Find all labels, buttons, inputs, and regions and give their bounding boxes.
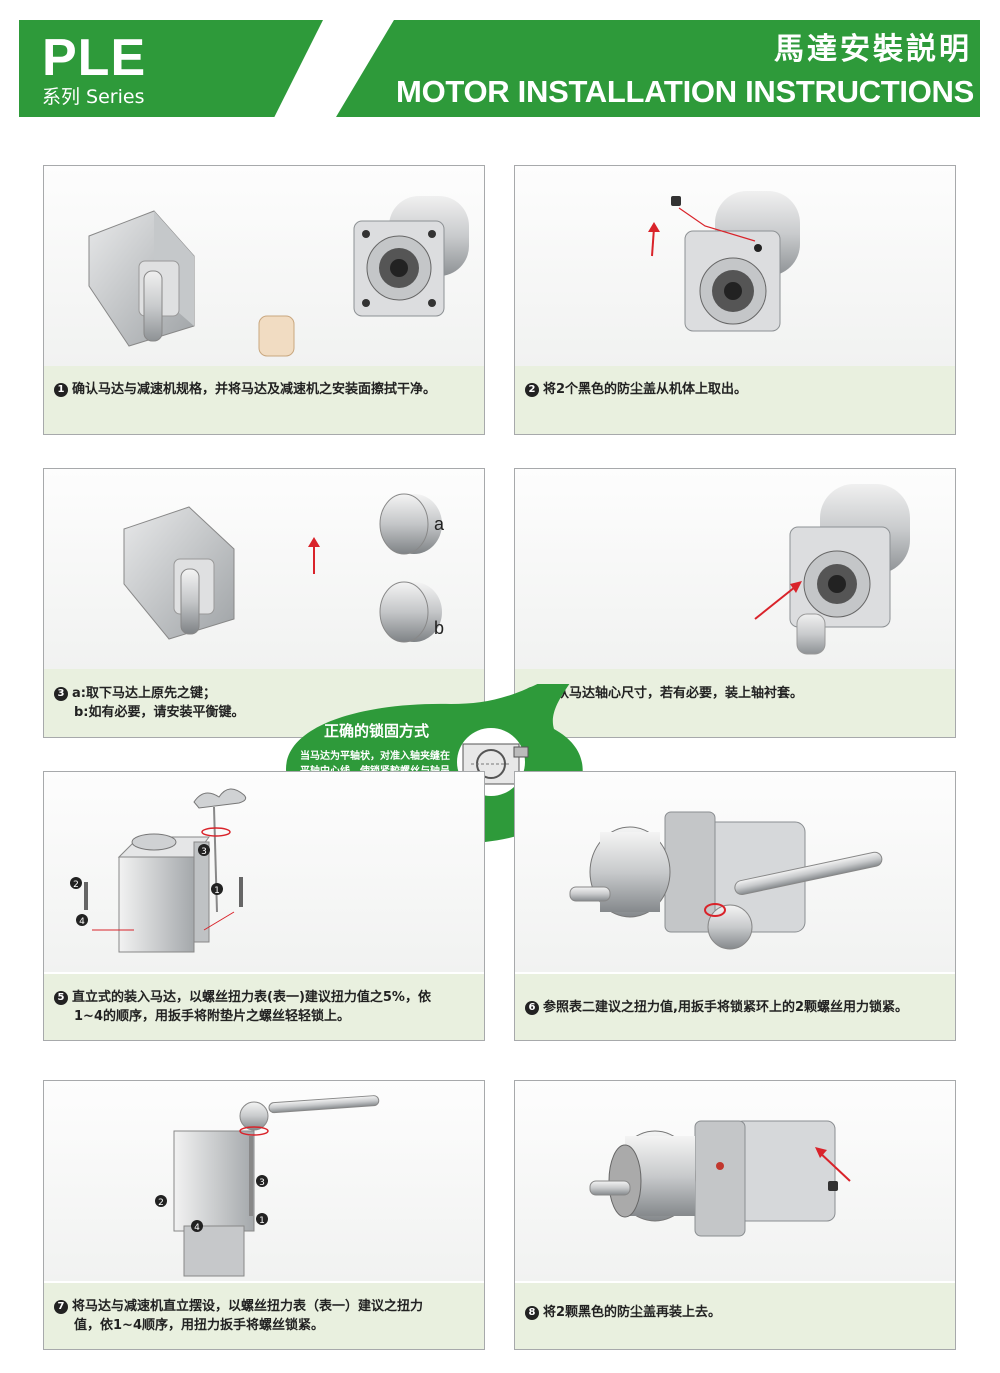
step-number-badge: 2 — [525, 383, 539, 397]
step-1-panel: 1 确认马达与减速机规格，并将马达及减速机之安装面擦拭干净。 — [43, 165, 485, 435]
diagram-callout-3: 3 — [198, 844, 210, 857]
step-4-illustration — [515, 469, 955, 669]
step-5-line-1: 直立式的装入马达，以螺丝扭力表(表一)建议扭力值之5%，依 — [72, 990, 431, 1005]
step-2-text: 将2个黑色的防尘盖从机体上取出。 — [543, 382, 748, 397]
diagram-callout-7-1: 1 — [256, 1213, 268, 1226]
step-1-caption: 1 确认马达与减速机规格，并将马达及减速机之安装面擦拭干净。 — [44, 366, 484, 434]
step-number-badge: 5 — [54, 991, 68, 1005]
page-title-english: MOTOR INSTALLATION INSTRUCTIONS — [396, 74, 974, 109]
step-7-line-2: 值，依1~4顺序，用扭力扳手将螺丝锁紧。 — [74, 1318, 324, 1333]
diagram-callout-7-3: 3 — [256, 1175, 268, 1188]
header-right-banner — [336, 20, 980, 117]
step-2-caption: 2 将2个黑色的防尘盖从机体上取出。 — [515, 366, 955, 434]
diagram-callout-2: 2 — [70, 877, 82, 890]
step-number-badge: 8 — [525, 1306, 539, 1320]
step-number-badge: 6 — [525, 1001, 539, 1015]
step-3-line-2: b:如有必要，请安装平衡键。 — [74, 705, 245, 720]
label-a: a — [434, 514, 445, 534]
header-left-banner — [19, 20, 323, 117]
step-4-caption: 4确认马达轴心尺寸，若有必要，装上轴衬套。 — [515, 669, 955, 737]
step-number-badge: 1 — [54, 383, 68, 397]
svg-text:1: 1 — [259, 1216, 265, 1226]
series-label: 系列 Series — [42, 86, 145, 108]
step-3-line-1: a:取下马达上原先之键； — [72, 686, 216, 701]
step-8-panel: 8 将2颗黑色的防尘盖再装上去。 — [514, 1080, 956, 1350]
step-3-panel: a b 3 a:取下马达上原先之键； b:如有必要，请安装平衡键。 — [43, 468, 485, 738]
step-3-illustration: a b — [44, 469, 484, 669]
step-7-line-1: 将马达与减速机直立摆设，以螺丝扭力表（表一）建议之扭力 — [72, 1299, 424, 1314]
step-6-text: 参照表二建议之扭力值,用扳手将锁紧环上的2颗螺丝用力锁紧。 — [543, 1000, 908, 1015]
diagram-callout-4: 4 — [76, 914, 88, 927]
step-5-caption: 5 直立式的装入马达，以螺丝扭力表(表一)建议扭力值之5%，依 1~4的顺序，用扳手… — [44, 974, 484, 1040]
step-6-illustration — [515, 772, 955, 972]
step-7-panel: 1 2 3 4 7 将马达与减速机直立摆设，以螺丝扭力表（表一）建议之扭力值，依1… — [43, 1080, 485, 1350]
svg-text:2: 2 — [73, 880, 79, 890]
diagram-callout-7-2: 2 — [155, 1195, 167, 1208]
svg-text:1: 1 — [214, 886, 220, 896]
svg-text:2: 2 — [158, 1198, 164, 1208]
diagram-callout-1: 1 — [211, 883, 223, 896]
step-number-badge: 7 — [54, 1300, 68, 1314]
step-8-text: 将2颗黑色的防尘盖再装上去。 — [543, 1305, 722, 1320]
step-6-panel: 6 参照表二建议之扭力值,用扳手将锁紧环上的2颗螺丝用力锁紧。 — [514, 771, 956, 1041]
step-1-text: 确认马达与减速机规格，并将马达及减速机之安装面擦拭干净。 — [72, 382, 437, 397]
step-number-badge: 3 — [54, 687, 68, 701]
step-5-panel: 1 2 3 4 5 直立式的装入马达，以螺丝扭力表(表一)建议扭力值之5%，依 1~… — [43, 771, 485, 1041]
diagram-callout-7-4: 4 — [191, 1220, 203, 1233]
step-4-text: 确认马达轴心尺寸，若有必要，装上轴衬套。 — [543, 686, 804, 701]
step-4-panel: 4确认马达轴心尺寸，若有必要，装上轴衬套。 — [514, 468, 956, 738]
svg-text:3: 3 — [201, 847, 207, 857]
step-5-line-2: 1~4的顺序，用扳手将附垫片之螺丝轻轻锁上。 — [74, 1009, 350, 1024]
step-7-caption: 7 将马达与减速机直立摆设，以螺丝扭力表（表一）建议之扭力值，依1~4顺序，用扭力… — [44, 1283, 484, 1349]
label-b: b — [434, 618, 444, 638]
step-8-caption: 8 将2颗黑色的防尘盖再装上去。 — [515, 1283, 955, 1349]
svg-text:4: 4 — [194, 1223, 200, 1233]
step-6-caption: 6 参照表二建议之扭力值,用扳手将锁紧环上的2颗螺丝用力锁紧。 — [515, 974, 955, 1040]
page-title-chinese: 馬達安裝説明 — [774, 32, 972, 67]
step-5-illustration: 1 2 3 4 — [44, 772, 484, 972]
step-7-illustration: 1 2 3 4 — [44, 1081, 484, 1281]
step-1-illustration — [44, 166, 484, 366]
bubble-title: 正确的锁固方式 — [324, 722, 430, 740]
svg-text:4: 4 — [79, 917, 85, 927]
step-2-illustration — [515, 166, 955, 366]
step-2-panel: 2 将2个黑色的防尘盖从机体上取出。 — [514, 165, 956, 435]
svg-text:3: 3 — [259, 1178, 265, 1188]
step-8-illustration — [515, 1081, 955, 1281]
series-code: PLE — [42, 29, 147, 87]
